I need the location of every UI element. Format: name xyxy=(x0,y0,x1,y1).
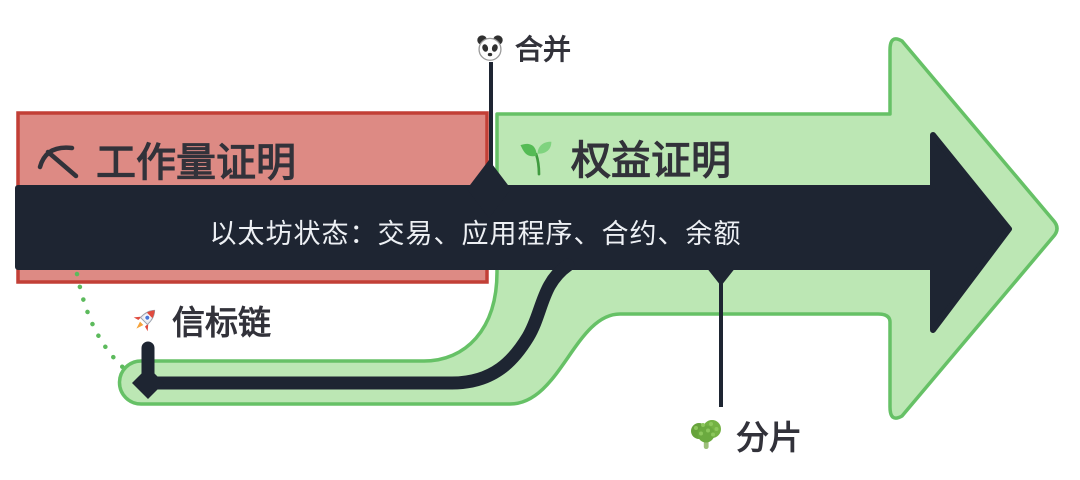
beacon-chain-node-diamond xyxy=(132,367,164,399)
merge-label-text: 合并 xyxy=(515,34,572,65)
beacon-chain-label-text: 信标链 xyxy=(172,304,271,341)
shard-label-text: 分片 xyxy=(736,419,802,456)
pow-label: 工作量证明 xyxy=(36,130,296,188)
ethereum-state-arrow xyxy=(15,132,1012,333)
shard-node-triangle xyxy=(706,267,736,286)
seedling-icon xyxy=(520,141,552,176)
rocket-icon xyxy=(133,309,156,332)
pos-label: 权益证明 xyxy=(520,128,731,186)
broccoli-icon xyxy=(691,420,721,449)
ethereum-state-label: 以太坊状态：交易、应用程序、合约、余额 xyxy=(18,212,933,251)
shard-label: 分片 xyxy=(688,411,802,459)
merge-node-diamond xyxy=(467,160,511,218)
beacon-chain-label: 信标链 xyxy=(130,296,271,344)
pow-label-text: 工作量证明 xyxy=(96,141,296,185)
merge-label: 合并 xyxy=(476,28,571,68)
pos-label-text: 权益证明 xyxy=(571,139,731,183)
pickaxe-icon xyxy=(37,145,79,179)
ethereum-state-text: 以太坊状态：交易、应用程序、合约、余额 xyxy=(209,219,742,249)
panda-icon xyxy=(477,35,503,61)
pow-to-beacon-dashed-line xyxy=(74,271,137,380)
